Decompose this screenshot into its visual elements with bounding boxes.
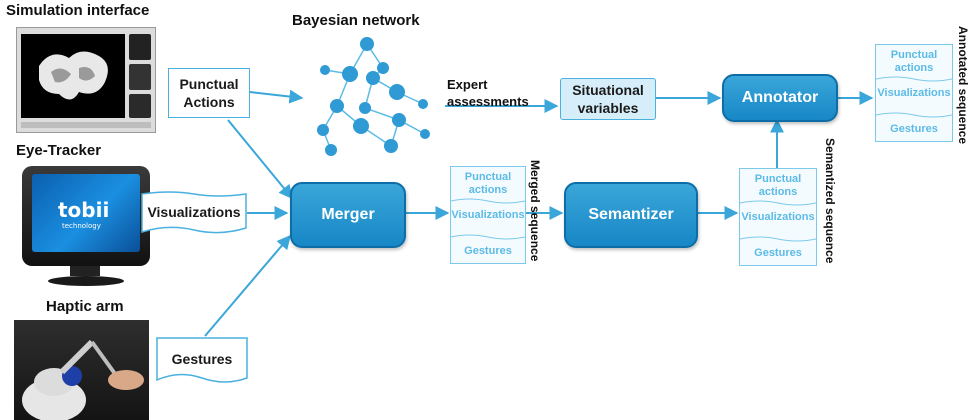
- eyetracker-monitor: tobii technology: [22, 166, 150, 266]
- gestures-label: Gestures: [171, 351, 233, 367]
- visualizations-label: Visualizations: [147, 204, 241, 220]
- seq-item-gestures: Gestures: [890, 123, 938, 135]
- bn-node: [420, 129, 430, 139]
- bn-node: [330, 99, 344, 113]
- arrow-actions-to-merger: [227, 119, 293, 200]
- semantized-sequence-label: Semantized sequence: [823, 138, 837, 264]
- simulation-screenshot: [16, 27, 156, 133]
- semantizer-box: Semantizer: [564, 182, 698, 248]
- bn-node: [320, 65, 330, 75]
- eyetracker-title: Eye-Tracker: [16, 142, 102, 159]
- bn-node: [392, 113, 406, 127]
- monitor-screen: tobii technology: [32, 174, 140, 252]
- simulation-toolbar: [21, 122, 151, 128]
- seq-item-visualizations: Visualizations: [741, 211, 815, 223]
- bn-node: [366, 71, 380, 85]
- bone-model-icon: [39, 51, 108, 100]
- seq-item-gestures: Gestures: [464, 245, 512, 257]
- arrow-gestures-to-merger: [204, 234, 291, 337]
- visualizations-box-shape: [141, 191, 247, 234]
- bayesian-title: Bayesian network: [292, 12, 420, 29]
- monitor-neck: [70, 266, 100, 276]
- tobii-brand-sub: technology: [62, 222, 101, 230]
- haptic-title: Haptic arm: [46, 298, 124, 315]
- seq-item-visualizations: Visualizations: [451, 209, 525, 221]
- annotator-box: Annotator: [722, 74, 838, 122]
- bn-node: [342, 66, 358, 82]
- bn-node: [377, 62, 389, 74]
- simulation-3d-view: [21, 34, 125, 118]
- seq-item-visualizations: Visualizations: [877, 87, 951, 99]
- seq-item-actions: Punctual actions: [464, 171, 512, 196]
- seq-item-actions: Punctual actions: [754, 173, 802, 198]
- bn-node: [389, 84, 405, 100]
- semantized-sequence: Punctual actions Visualizations Gestures: [739, 168, 817, 266]
- annotated-sequence-label: Annotated sequence: [956, 26, 970, 145]
- tobii-brand: tobii: [58, 198, 110, 222]
- seq-item-gestures: Gestures: [754, 247, 802, 259]
- arrow-actions-to-bayes: [249, 89, 304, 104]
- gestures-box-shape: [156, 337, 248, 383]
- ct-slice-1: [129, 34, 151, 60]
- merged-sequence: Punctual actions Visualizations Gestures: [450, 166, 526, 264]
- ct-slice-3: [129, 94, 151, 118]
- situational-variables-box: Situational variables: [560, 78, 656, 120]
- expert-assessments-label: Expert assessments: [447, 77, 529, 109]
- seq-item-actions: Punctual actions: [890, 49, 938, 74]
- punctual-actions-box: Punctual Actions: [168, 68, 250, 118]
- bn-node: [359, 102, 371, 114]
- haptic-device-icon: [22, 339, 144, 420]
- merged-sequence-label: Merged sequence: [528, 160, 542, 262]
- simulation-title: Simulation interface: [6, 2, 150, 19]
- haptic-photo: [14, 320, 149, 420]
- bn-node: [353, 118, 369, 134]
- monitor-base: [48, 276, 124, 286]
- annotated-sequence: Punctual actions Visualizations Gestures: [875, 44, 953, 142]
- bn-node: [325, 144, 337, 156]
- bn-node: [384, 139, 398, 153]
- bn-node: [418, 99, 428, 109]
- ct-slice-2: [129, 64, 151, 90]
- bayesian-network-graph: [317, 37, 430, 156]
- merger-box: Merger: [290, 182, 406, 248]
- bn-node: [360, 37, 374, 51]
- bn-node: [317, 124, 329, 136]
